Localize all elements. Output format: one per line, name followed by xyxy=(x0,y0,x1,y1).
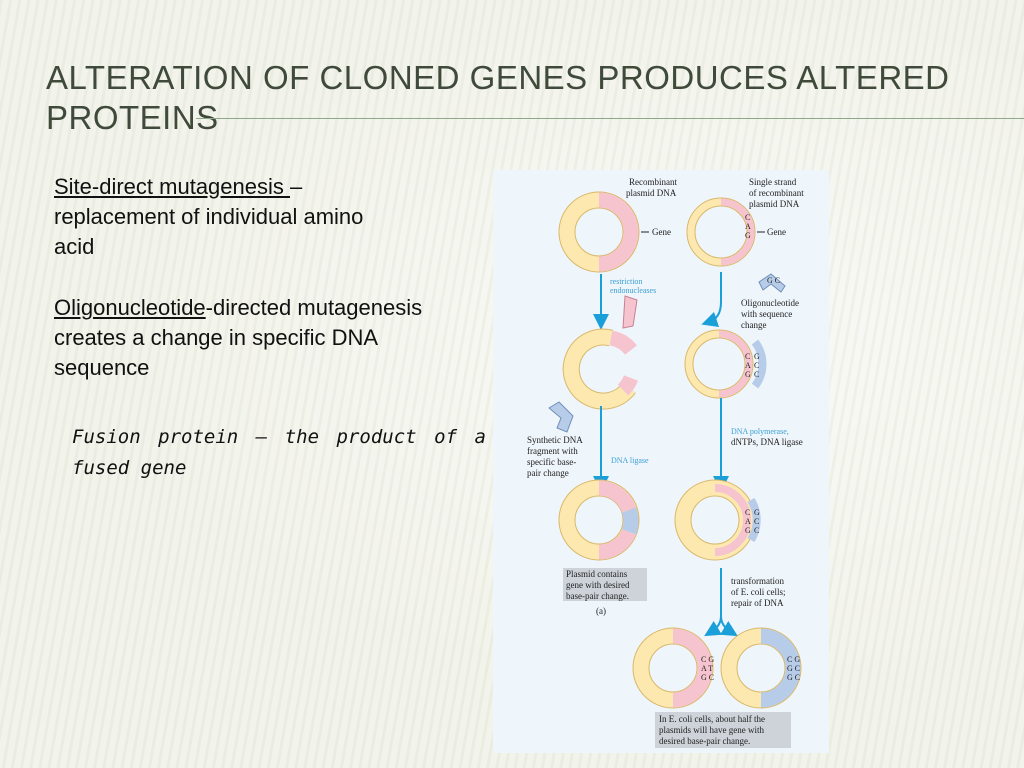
label-synthetic-2: fragment with xyxy=(527,446,578,456)
label-plasmid-contains-2: gene with desired xyxy=(566,580,630,590)
label-single-strand-2: of recombinant xyxy=(749,188,804,198)
label-single-strand-3: plasmid DNA xyxy=(749,199,800,209)
label-in-ecoli-3: desired base-pair change. xyxy=(659,736,750,746)
svg-text:C G: C G xyxy=(787,655,800,664)
plasmid-recombinant xyxy=(558,191,640,273)
slide-title: ALTERATION OF CLONED GENES PRODUCES ALTE… xyxy=(46,59,950,136)
in-ecoli-box xyxy=(655,712,791,748)
label-restriction-1: restriction xyxy=(610,277,642,286)
svg-text:C: C xyxy=(754,361,759,370)
label-oligo-1: Oligonucleotide xyxy=(741,298,799,308)
label-synthetic-3: specific base- xyxy=(527,457,576,467)
label-recombinant-2: plasmid DNA xyxy=(626,188,677,198)
mutagenesis-diagram: Recombinant plasmid DNA Gene C A G Singl… xyxy=(527,177,804,748)
svg-text:G: G xyxy=(754,352,760,361)
label-plasmid-contains-3: base-pair change. xyxy=(566,591,629,601)
label-oligo-2: with sequence xyxy=(741,309,792,319)
svg-text:G C: G C xyxy=(701,673,714,682)
oligo-paragraph: Oligonucleotide-directed mutagenesis cre… xyxy=(54,293,464,383)
svg-text:C G: C G xyxy=(701,655,714,664)
arrow-transform-right xyxy=(720,615,738,637)
oligo-description: -directed mutagenesis creates a change i… xyxy=(54,295,423,380)
plasmid-annealed xyxy=(684,329,767,399)
plasmid-ligated xyxy=(558,479,640,561)
label-gene-left: Gene xyxy=(652,227,671,237)
label-single-strand-1: Single strand xyxy=(749,177,797,187)
svg-text:G: G xyxy=(745,370,751,379)
arrow-oligo xyxy=(701,272,722,328)
svg-text:A: A xyxy=(745,361,751,370)
site-direct-description: replacement of individual amino acid xyxy=(54,204,364,259)
plasmid-result-original xyxy=(632,627,714,709)
svg-text:G C: G C xyxy=(787,664,800,673)
svg-text:C: C xyxy=(745,508,750,517)
svg-text:A: A xyxy=(745,517,751,526)
label-synthetic-4: pair change xyxy=(527,468,569,478)
label-synthetic-1: Synthetic DNA xyxy=(527,435,583,445)
fusion-protein-note: Fusion protein – the product of a fused … xyxy=(72,426,486,479)
label-gene-right: Gene xyxy=(767,227,786,237)
title-underline xyxy=(196,118,1024,119)
svg-text:A: A xyxy=(745,222,751,231)
site-direct-paragraph: Site-direct mutagenesis – replacement of… xyxy=(54,172,464,262)
label-plasmid-contains-1: Plasmid contains xyxy=(566,569,628,579)
label-restriction-2: endonucleases xyxy=(610,286,656,295)
svg-text:C: C xyxy=(754,526,759,535)
oligo-term: Oligonucleotide xyxy=(54,295,206,320)
site-direct-term: Site-direct mutagenesis xyxy=(54,174,290,199)
plasmid-cut xyxy=(562,328,639,410)
svg-text:G: G xyxy=(745,526,751,535)
svg-text:G: G xyxy=(754,508,760,517)
svg-text:C: C xyxy=(745,352,750,361)
svg-text:G C: G C xyxy=(767,276,780,285)
label-transformation-3: repair of DNA xyxy=(731,598,784,608)
svg-text:G C: G C xyxy=(787,673,800,682)
plasmid-result-mutant xyxy=(720,627,802,709)
arrow-transform-left xyxy=(704,568,722,637)
label-transformation-1: transformation xyxy=(731,576,784,586)
svg-text:C: C xyxy=(754,370,759,379)
label-in-ecoli-1: In E. coli cells, about half the xyxy=(659,714,765,724)
label-recombinant-1: Recombinant xyxy=(629,177,677,187)
label-polymerase-2: dNTPs, DNA ligase xyxy=(731,437,803,447)
synthetic-fragment xyxy=(548,401,574,433)
label-transformation-2: of E. coli cells; xyxy=(731,587,785,597)
oligonucleotide-piece xyxy=(758,273,786,293)
label-polymerase-1: DNA polymerase, xyxy=(731,427,789,436)
label-dna-ligase: DNA ligase xyxy=(611,456,649,465)
excised-fragment xyxy=(622,295,638,329)
label-oligo-3: change xyxy=(741,320,766,330)
svg-text:A T: A T xyxy=(701,664,713,673)
panel-label: (a) xyxy=(596,606,606,616)
plasmid-single-strand xyxy=(686,197,756,267)
svg-text:C: C xyxy=(754,517,759,526)
svg-text:C: C xyxy=(745,213,750,222)
svg-text:G: G xyxy=(745,231,751,240)
site-direct-dash: – xyxy=(290,174,303,199)
mutagenesis-figure: Recombinant plasmid DNA Gene C A G Singl… xyxy=(493,170,829,753)
plasmid-contains-box xyxy=(563,568,647,601)
plasmid-double-stranded xyxy=(674,479,761,561)
label-in-ecoli-2: plasmids will have gene with xyxy=(659,725,764,735)
